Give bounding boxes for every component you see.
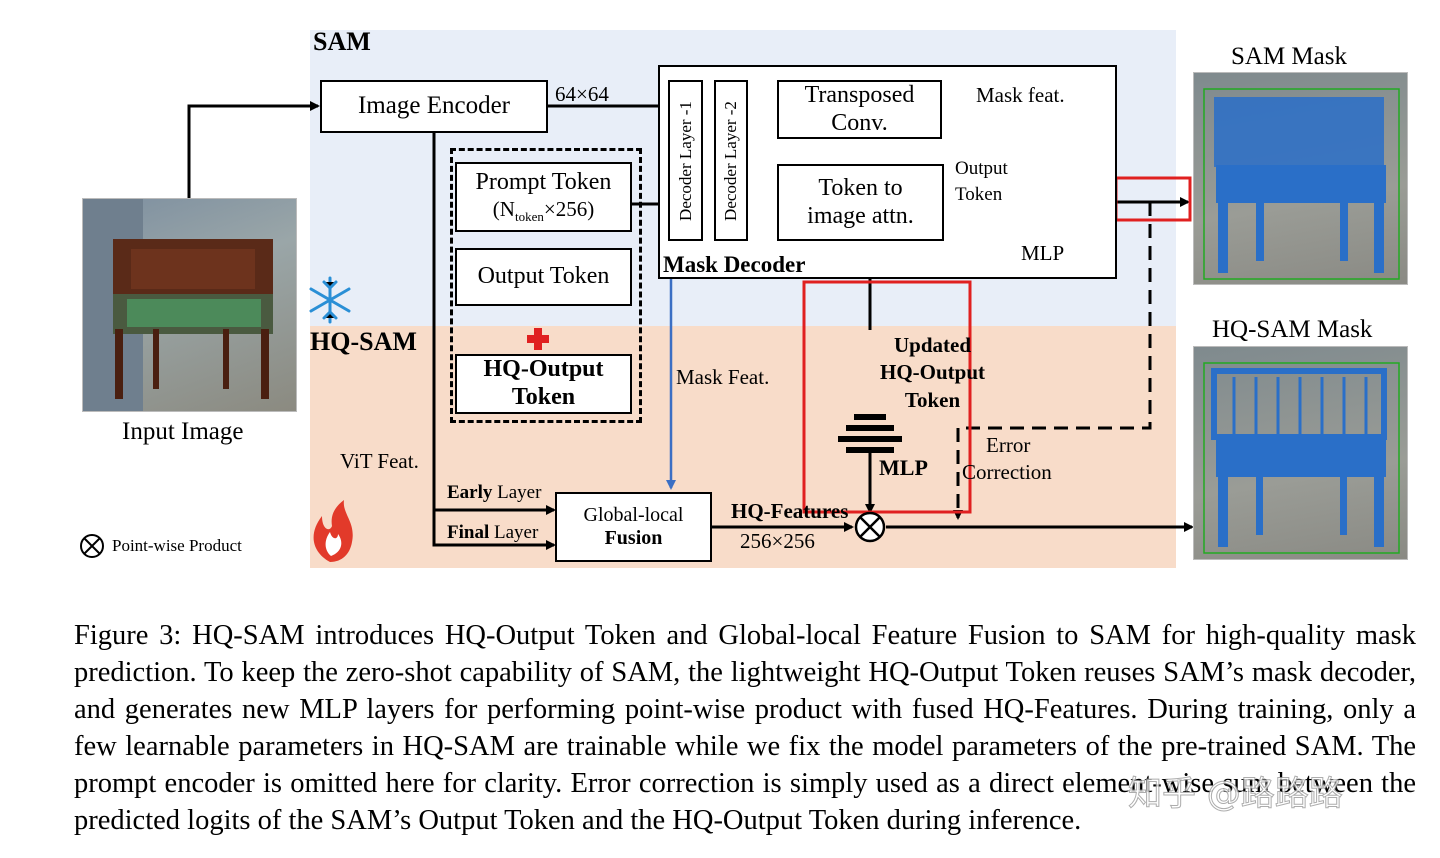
hqsam-mask-label: HQ-SAM Mask [1212,316,1373,343]
error-correction-label: Error Correction [962,433,1052,485]
output-token-label: Output Token [477,263,610,290]
final-layer-label: Final Layer [447,522,539,543]
sam-mask-image [1193,72,1408,285]
mlp-bottom-bars [838,414,902,453]
token-group [450,148,642,423]
sam-mask-label: SAM Mask [1231,43,1347,70]
vit-feat-label: ViT Feat. [340,449,419,473]
output-token-small-label: Output Token [955,158,1008,205]
decoder-layer-1: Decoder Layer -1 [668,80,703,241]
hqsam-title: HQ-SAM [310,327,417,356]
token-to-image-box: Token to image attn. [777,164,944,241]
bench-illustration [83,199,273,411]
updated-hq-token-label: Updated HQ-Output Token [879,333,986,412]
hq-features-label: HQ-Features [731,499,849,523]
prompt-token-box: Prompt Token (Ntoken×256) [455,162,632,232]
sam-mask-overlay [1203,88,1400,280]
otimes-bottom-icon [854,511,886,543]
transposed-conv-box: Transposed Conv. [777,80,942,139]
architecture-figure: Input Image SAM HQ-SAM Image Encoder 64×… [80,27,1408,568]
early-layer-label: Early Layer [447,482,542,503]
mlp-top-label: MLP [1021,241,1065,265]
output-token-box: Output Token [455,248,632,306]
dim-256-label: 256×256 [740,529,815,553]
image-encoder-box: Image Encoder [320,80,548,133]
input-image [82,198,297,412]
global-local-fusion-box: Global-local Fusion [555,492,712,562]
prompt-token-label: Prompt Token [475,169,612,196]
hq-output-token-box: HQ-Output Token [455,354,632,414]
dim-64-label: 64×64 [555,82,609,106]
snowflake-icon [309,276,351,324]
mask-decoder-label: Mask Decoder [663,252,806,277]
pointwise-legend-label: Point-wise Product [112,536,242,555]
otimes-legend-icon [80,534,104,558]
fire-icon [313,500,353,562]
mask-feat-mid-label: Mask Feat. [676,365,770,389]
mask-feat-top-label: Mask feat. [976,83,1065,107]
watermark: 知乎 @路路路 [1128,774,1344,814]
prompt-token-shape: (Ntoken×256) [492,196,595,224]
sam-title: SAM [313,27,371,56]
image-encoder-label: Image Encoder [357,92,510,120]
hqsam-mask-overlay [1203,362,1400,554]
mlp-bottom-label: MLP [879,455,928,480]
plus-icon [527,328,549,350]
decoder-layer-2: Decoder Layer -2 [714,80,748,241]
figure-caption: Figure 3: HQ-SAM introduces HQ-Output To… [74,619,1416,836]
input-image-label: Input Image [122,418,244,445]
hqsam-mask-image [1193,346,1408,560]
